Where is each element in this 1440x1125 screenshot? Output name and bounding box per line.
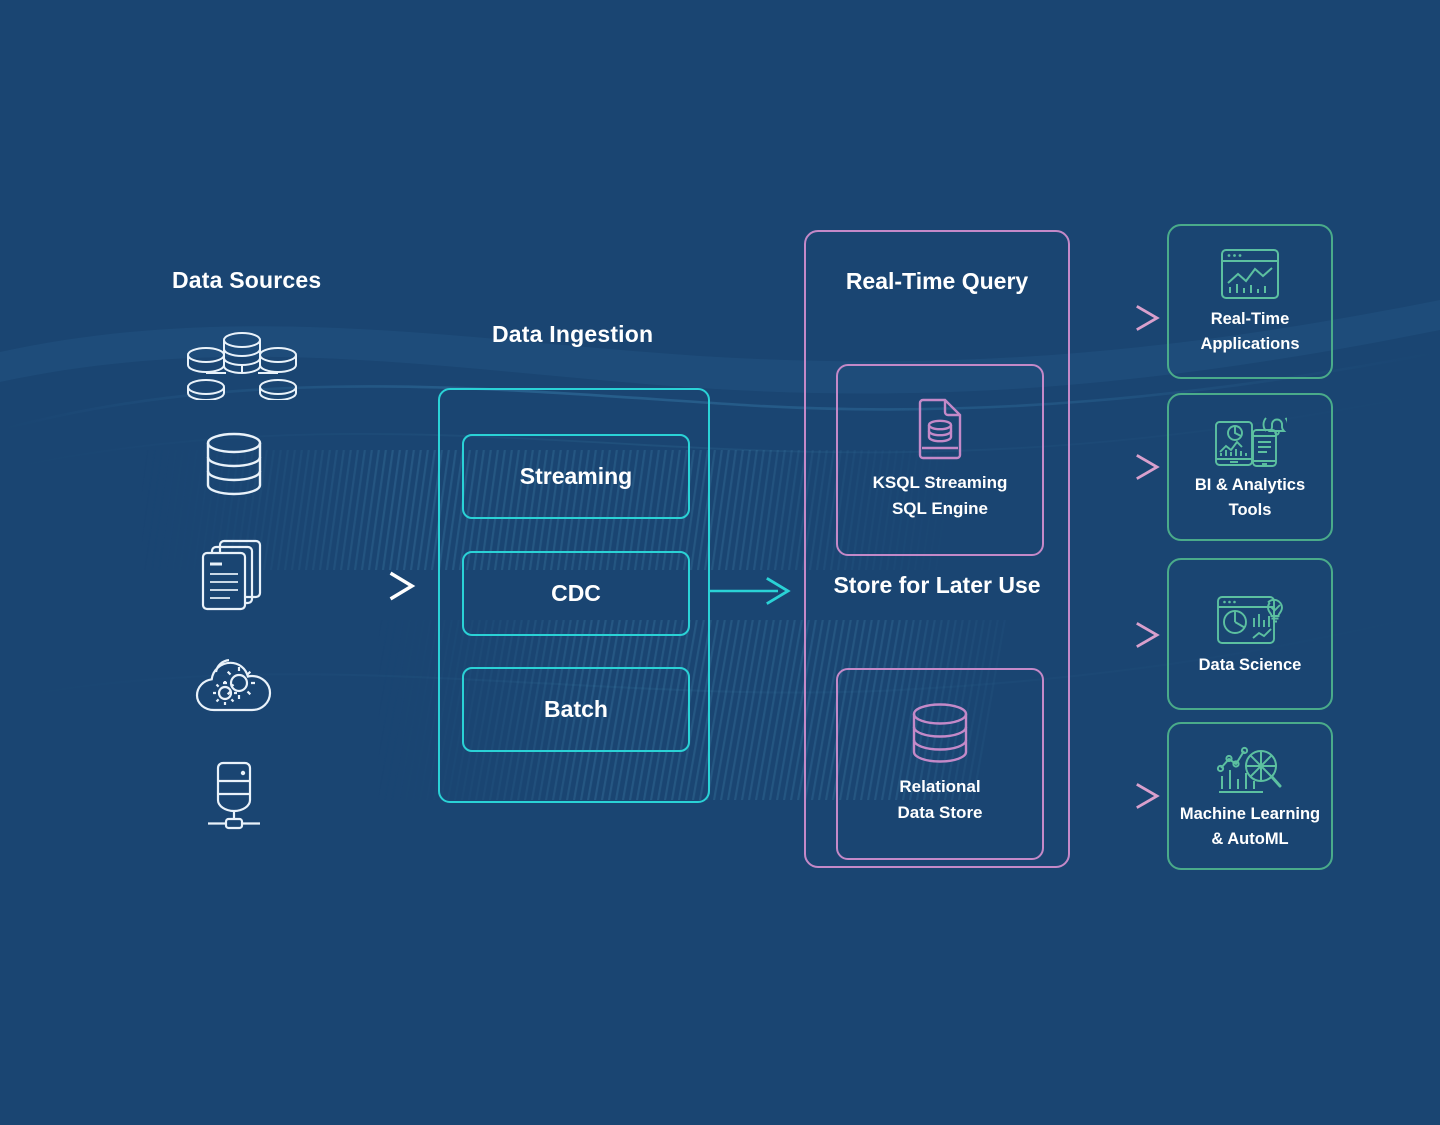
output-card-machine-learning-automl[interactable]: Machine Learning & AutoML: [1167, 722, 1333, 870]
ingestion-box-batch[interactable]: Batch: [462, 667, 690, 752]
processing-panel: Real-Time Query KSQL Streaming SQL Engin…: [804, 230, 1070, 868]
output-card-data-science[interactable]: Data Science: [1167, 558, 1333, 710]
arrow-processing-to-data-science: [1070, 622, 1160, 648]
database-cluster-icon: [186, 330, 298, 400]
relational-card-line1: Relational: [899, 776, 981, 796]
data-sources-title: Data Sources: [172, 267, 322, 293]
output-1-line1: BI & Analytics: [1194, 476, 1306, 495]
ml-magnifier-icon: [1216, 740, 1284, 796]
dashboard-chart-icon: [1219, 247, 1281, 301]
output-3-line1: Machine Learning: [1179, 805, 1321, 824]
ksql-card-line2: SQL Engine: [891, 499, 989, 518]
arrow-sources-to-ingestion: [285, 571, 416, 601]
real-time-query-title: Real-Time Query: [845, 268, 1029, 294]
output-card-real-time-applications[interactable]: Real-Time Applications: [1167, 224, 1333, 379]
ksql-card-line1: KSQL Streaming: [872, 472, 1008, 492]
cloud-gears-icon: [192, 650, 276, 718]
data-ingestion-title: Data Ingestion: [492, 321, 654, 347]
card-ksql-streaming-sql-engine[interactable]: KSQL Streaming SQL Engine: [836, 364, 1044, 556]
arrow-processing-to-ml-automl: [1070, 783, 1160, 809]
arrow-processing-to-bi-tools: [1070, 454, 1160, 480]
arrow-processing-to-realtime-apps: [1070, 305, 1160, 331]
database-icon: [205, 432, 263, 496]
output-3-line2: & AutoML: [1211, 830, 1289, 848]
output-card-bi-analytics-tools[interactable]: BI & Analytics Tools: [1167, 393, 1333, 541]
output-0-line1: Real-Time: [1210, 309, 1290, 328]
card-relational-data-store[interactable]: Relational Data Store: [836, 668, 1044, 860]
ingestion-box-cdc[interactable]: CDC: [462, 551, 690, 636]
output-2-line1: Data Science: [1198, 655, 1302, 674]
document-database-icon: [916, 398, 964, 460]
documents-icon: [200, 538, 266, 612]
output-0-line2: Applications: [1200, 334, 1300, 353]
ingestion-box-streaming[interactable]: Streaming: [462, 434, 690, 519]
output-1-line2: Tools: [1228, 501, 1272, 519]
tablet-phone-bell-icon: [1213, 411, 1287, 468]
relational-card-line2: Data Store: [897, 803, 983, 822]
pie-chart-bulb-icon: [1215, 591, 1285, 647]
store-for-later-use-title: Store for Later Use: [833, 572, 1041, 598]
database-cylinder-icon: [910, 702, 970, 764]
data-ingestion-panel: Streaming CDC Batch: [438, 388, 710, 803]
arrow-ingestion-to-processing: [710, 577, 791, 605]
server-device-icon: [205, 760, 263, 834]
